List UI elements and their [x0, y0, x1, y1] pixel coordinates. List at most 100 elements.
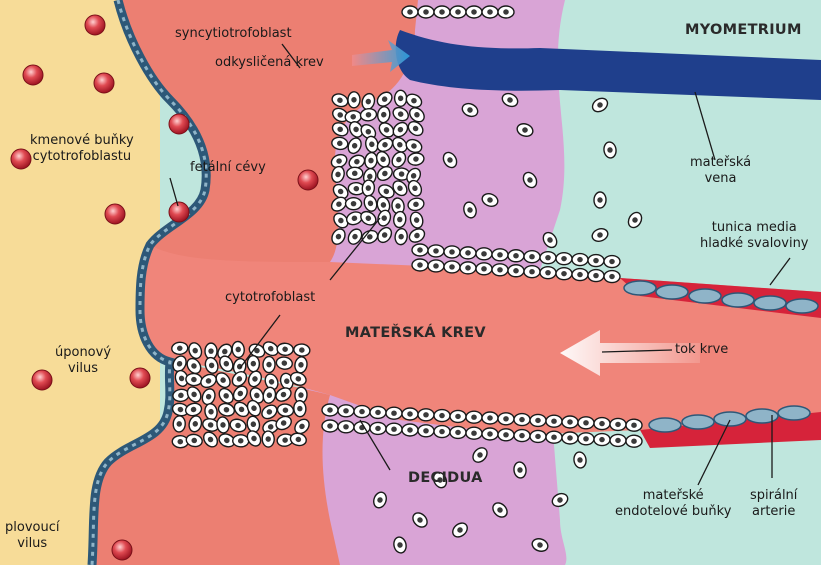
cell — [412, 259, 428, 271]
cell — [171, 342, 188, 355]
label-materske-endotelove-line2: endotelové buňky — [615, 504, 731, 520]
label-materska-vena: mateřská vena — [690, 155, 751, 187]
cell — [338, 405, 354, 417]
label-materska-krev: MATEŘSKÁ KREV — [345, 325, 486, 341]
cell — [546, 415, 562, 427]
cell — [594, 418, 610, 430]
cell — [418, 6, 434, 18]
cell — [476, 263, 492, 275]
cell — [610, 434, 626, 446]
cell — [466, 6, 482, 18]
cell — [556, 268, 572, 280]
label-odkyslicena-krev: odkysličená krev — [215, 55, 324, 71]
cell — [434, 6, 450, 18]
cell — [578, 417, 594, 429]
cell — [498, 429, 514, 441]
cell — [450, 426, 466, 438]
cell — [482, 6, 498, 18]
label-materska-vena-line1: mateřská — [690, 155, 751, 171]
cell — [610, 418, 626, 430]
cell — [386, 423, 402, 435]
cell — [588, 255, 604, 267]
cell — [594, 434, 610, 446]
label-tunica-media: tunica media hladké svaloviny — [700, 220, 809, 252]
cell — [604, 256, 620, 268]
label-spiralni-arterie: spirální arterie — [750, 488, 797, 520]
cell — [205, 343, 217, 359]
cell — [444, 246, 460, 258]
cell — [370, 422, 386, 434]
cell — [418, 409, 434, 421]
cell — [444, 261, 460, 273]
cell — [450, 6, 466, 18]
label-plovouci-vilus-line2: vilus — [5, 536, 59, 552]
cell — [524, 251, 540, 263]
label-spiralni-arterie-line2: arterie — [750, 504, 797, 520]
cell — [434, 426, 450, 438]
cell — [466, 411, 482, 423]
cell — [572, 269, 588, 281]
label-materske-endotelove-line1: mateřské — [615, 488, 731, 504]
cell — [498, 413, 514, 425]
label-tok-krve: tok krve — [675, 342, 728, 358]
label-tunica-media-line1: tunica media — [700, 220, 809, 236]
cell — [476, 248, 492, 260]
cell — [322, 404, 338, 416]
cell — [402, 408, 418, 420]
cell — [562, 432, 578, 444]
cell — [428, 260, 444, 272]
cell — [386, 407, 402, 419]
cell — [588, 270, 604, 282]
cell — [346, 198, 362, 210]
cell — [263, 357, 275, 373]
cell — [626, 419, 642, 431]
cell — [572, 254, 588, 266]
cell — [466, 427, 482, 439]
label-materska-vena-line2: vena — [690, 171, 751, 187]
cell — [450, 410, 466, 422]
label-kmenove-bunky-line1: kmenové buňky — [30, 133, 134, 149]
label-decidua: DECIDUA — [408, 470, 483, 486]
cell — [594, 192, 607, 208]
cell — [578, 433, 594, 445]
cell — [428, 245, 444, 257]
cell — [418, 425, 434, 437]
cell — [348, 92, 360, 108]
label-syncytiotrofoblast: syncytiotrofoblast — [175, 26, 292, 42]
cell — [460, 262, 476, 274]
label-uponovy-vilus: úponový vilus — [55, 345, 111, 377]
cell — [540, 267, 556, 279]
label-fetalni-cevy: fetální cévy — [190, 160, 266, 176]
label-plovouci-vilus: plovoucí vilus — [5, 520, 59, 552]
label-spiralni-arterie-line1: spirální — [750, 488, 797, 504]
cell — [556, 253, 572, 265]
label-myometrium: MYOMETRIUM — [685, 22, 802, 38]
cell — [492, 264, 508, 276]
cell — [347, 167, 363, 180]
cell — [540, 252, 556, 264]
cell — [173, 416, 186, 433]
label-uponovy-vilus-line1: úponový — [55, 345, 111, 361]
cell — [233, 435, 249, 448]
label-tunica-media-line2: hladké svaloviny — [700, 236, 809, 252]
cell — [402, 424, 418, 436]
cell — [185, 373, 202, 386]
cell — [293, 400, 306, 417]
cell — [402, 6, 418, 18]
cell — [322, 420, 338, 432]
cell — [546, 431, 562, 443]
label-plovouci-vilus-line1: plovoucí — [5, 520, 59, 536]
cell — [262, 431, 274, 447]
cell — [514, 430, 530, 442]
cell — [394, 90, 406, 106]
cell — [460, 247, 476, 259]
cell — [434, 410, 450, 422]
cell — [482, 412, 498, 424]
cell — [370, 406, 386, 418]
label-kmenove-bunky-line2: cytotrofoblastu — [30, 149, 134, 165]
cell — [277, 343, 294, 356]
cell — [482, 428, 498, 440]
cell — [530, 430, 546, 442]
cell — [626, 435, 642, 447]
cell — [524, 266, 540, 278]
